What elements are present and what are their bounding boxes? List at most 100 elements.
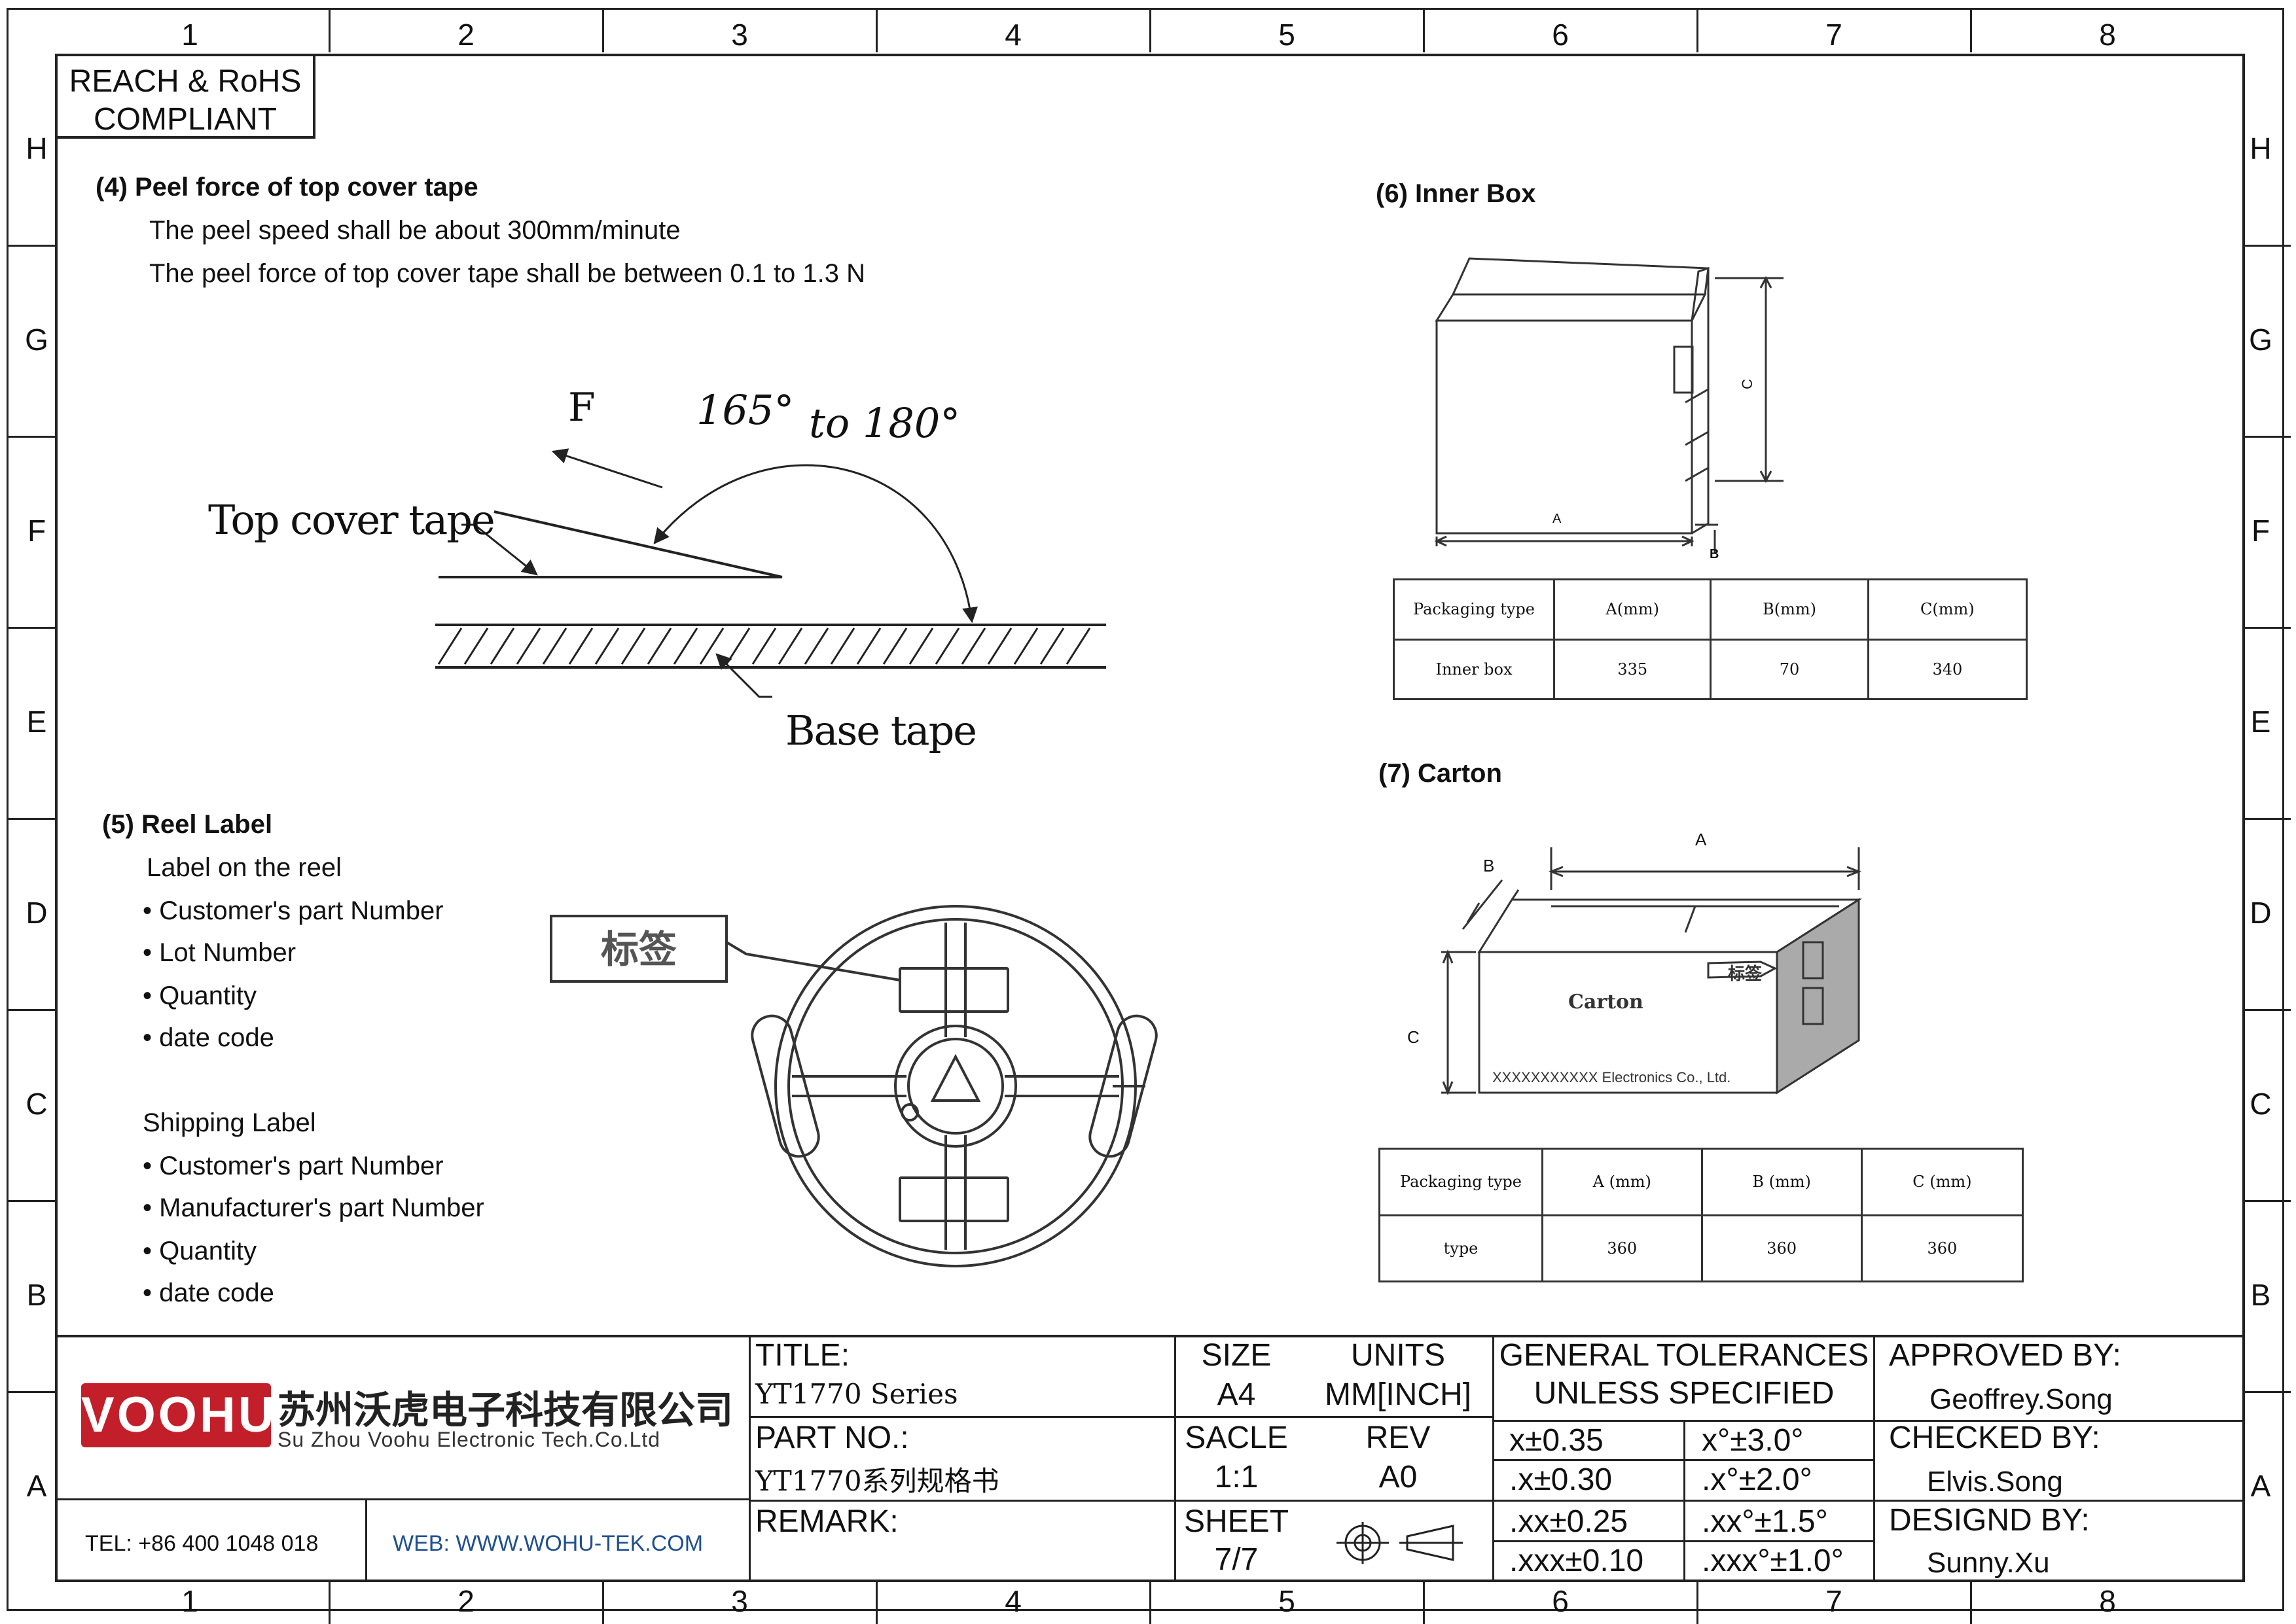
table-header-cell: B(mm) <box>1710 578 1869 641</box>
col-divider <box>329 1581 331 1624</box>
shipping-label-subheading: Shipping Label <box>143 1108 316 1137</box>
inner-box-diagram <box>1434 257 1784 553</box>
carton-footer-text: XXXXXXXXXXX Electronics Co., Ltd. <box>1492 1069 1731 1086</box>
row-divider <box>2244 1200 2291 1202</box>
zone-col-label: 5 <box>1278 1584 1295 1618</box>
title-block-top-line <box>55 1335 2245 1337</box>
row-divider <box>2244 818 2291 820</box>
table-header-row: Packaging type A (mm) B (mm) C (mm) <box>1378 1148 2024 1216</box>
base-tape-leader <box>715 653 772 698</box>
zone-row-label: C <box>2250 1087 2272 1121</box>
title-block-line <box>1492 1459 1873 1461</box>
peel-force-text: The peel force of top cover tape shall b… <box>149 259 866 288</box>
row-divider <box>8 436 55 438</box>
zone-row-label: F <box>27 514 46 548</box>
tolerance-heading: GENERAL TOLERANCES <box>1499 1338 1869 1373</box>
carton-sticker: 标签 <box>1728 964 1763 983</box>
title-value: YT1770 Series <box>755 1378 958 1410</box>
zone-col-label: 8 <box>2099 1584 2116 1618</box>
zone-col-label: 7 <box>1825 1584 1842 1618</box>
top-tape-label: Top cover tape <box>208 496 495 544</box>
zone-row-label: H <box>2250 132 2272 166</box>
tolerance-angular: .xx°±1.5° <box>1702 1504 1828 1539</box>
zone-row-label: B <box>2250 1278 2271 1312</box>
zone-row-label: G <box>25 323 48 357</box>
zone-row-label: D <box>2250 896 2272 930</box>
peel-force-diagram <box>435 448 1106 698</box>
zone-col-label: 5 <box>1278 18 1295 52</box>
zone-row-label: D <box>26 896 48 930</box>
zone-col-label: 6 <box>1552 1584 1569 1618</box>
zone-row-label: H <box>26 132 48 166</box>
table-cell: 70 <box>1710 638 1869 700</box>
section-heading-carton: (7) Carton <box>1378 759 1502 788</box>
row-divider <box>8 1009 55 1011</box>
tolerance-linear: .xx±0.25 <box>1509 1504 1628 1539</box>
zone-col-label: 3 <box>731 18 748 52</box>
sheet-label: SHEET <box>1183 1504 1289 1539</box>
peel-speed-text: The peel speed shall be about 300mm/minu… <box>149 216 681 245</box>
inner-box-dim-a: A <box>1552 512 1562 526</box>
units-label: UNITS <box>1351 1338 1445 1373</box>
company-name-en: Su Zhou Voohu Electronic Tech.Co.Ltd <box>278 1428 661 1451</box>
rev-label: REV <box>1365 1421 1431 1455</box>
col-divider <box>329 9 331 52</box>
zone-row-label: F <box>2251 514 2270 548</box>
zone-col-label: 2 <box>457 18 475 52</box>
row-divider <box>8 245 55 247</box>
title-label: TITLE: <box>755 1338 850 1373</box>
carton-box-label: Carton <box>1568 991 1643 1014</box>
col-divider <box>1970 1581 1972 1624</box>
table-cell: 360 <box>1541 1214 1703 1282</box>
row-divider <box>2244 1391 2291 1393</box>
company-tel: TEL: +86 400 1048 018 <box>85 1531 319 1556</box>
title-block-line <box>55 1498 749 1500</box>
row-divider <box>2244 627 2291 629</box>
row-divider <box>2244 1009 2291 1011</box>
compliance-badge: REACH & RoHS COMPLIANT <box>55 54 315 139</box>
carton-dim-c: C <box>1407 1027 1420 1047</box>
zone-row-label: A <box>2250 1469 2271 1503</box>
units-value: MM[INCH] <box>1325 1377 1471 1412</box>
third-angle-projection-icon <box>1336 1522 1463 1564</box>
title-block-line <box>365 1498 367 1582</box>
approved-by-label: APPROVED BY: <box>1889 1338 2121 1373</box>
row-divider <box>2244 245 2291 247</box>
drawing-border-outer <box>7 8 2284 1611</box>
col-divider <box>1970 9 1972 52</box>
table-cell: type <box>1378 1214 1543 1282</box>
title-block-line <box>1492 1540 1873 1542</box>
section-heading-inner-box: (6) Inner Box <box>1376 179 1536 208</box>
list-item: • Lot Number <box>143 938 296 967</box>
list-item: • Quantity <box>143 981 257 1010</box>
designed-by-value: Sunny.Xu <box>1927 1547 2050 1579</box>
list-item: • date code <box>143 1279 274 1307</box>
table-cell: 360 <box>1700 1214 1863 1282</box>
table-cell: 360 <box>1860 1214 2024 1282</box>
remark-label: REMARK: <box>755 1504 899 1539</box>
row-divider <box>2244 436 2291 438</box>
zone-row-label: C <box>26 1087 48 1121</box>
sheet-value: 7/7 <box>1214 1542 1259 1577</box>
title-block-line <box>749 1335 751 1582</box>
table-header-cell: Packaging type <box>1393 578 1555 641</box>
table-cell: 335 <box>1552 638 1712 700</box>
top-tape-leader <box>461 523 538 576</box>
carton-dim-b: B <box>1483 856 1495 875</box>
inner-box-dim-c: C <box>1738 379 1755 389</box>
section-heading-peel: (4) Peel force of top cover tape <box>96 173 478 202</box>
title-block-line <box>749 1416 1492 1418</box>
zone-row-label: G <box>2249 323 2272 357</box>
col-divider <box>1423 9 1425 52</box>
tolerance-linear: .xxx±0.10 <box>1509 1544 1644 1578</box>
table-cell: Inner box <box>1393 638 1555 700</box>
section-heading-reel-label: (5) Reel Label <box>102 810 273 839</box>
rev-value: A0 <box>1378 1460 1418 1494</box>
peeled-tape-line <box>493 510 783 578</box>
table-header-cell: C (mm) <box>1860 1148 2024 1216</box>
zone-row-label: E <box>26 705 47 739</box>
col-divider <box>1423 1581 1425 1624</box>
title-block-line <box>1492 1420 2245 1422</box>
scale-label: SACLE <box>1185 1421 1288 1455</box>
checked-by-label: CHECKED BY: <box>1889 1421 2100 1455</box>
